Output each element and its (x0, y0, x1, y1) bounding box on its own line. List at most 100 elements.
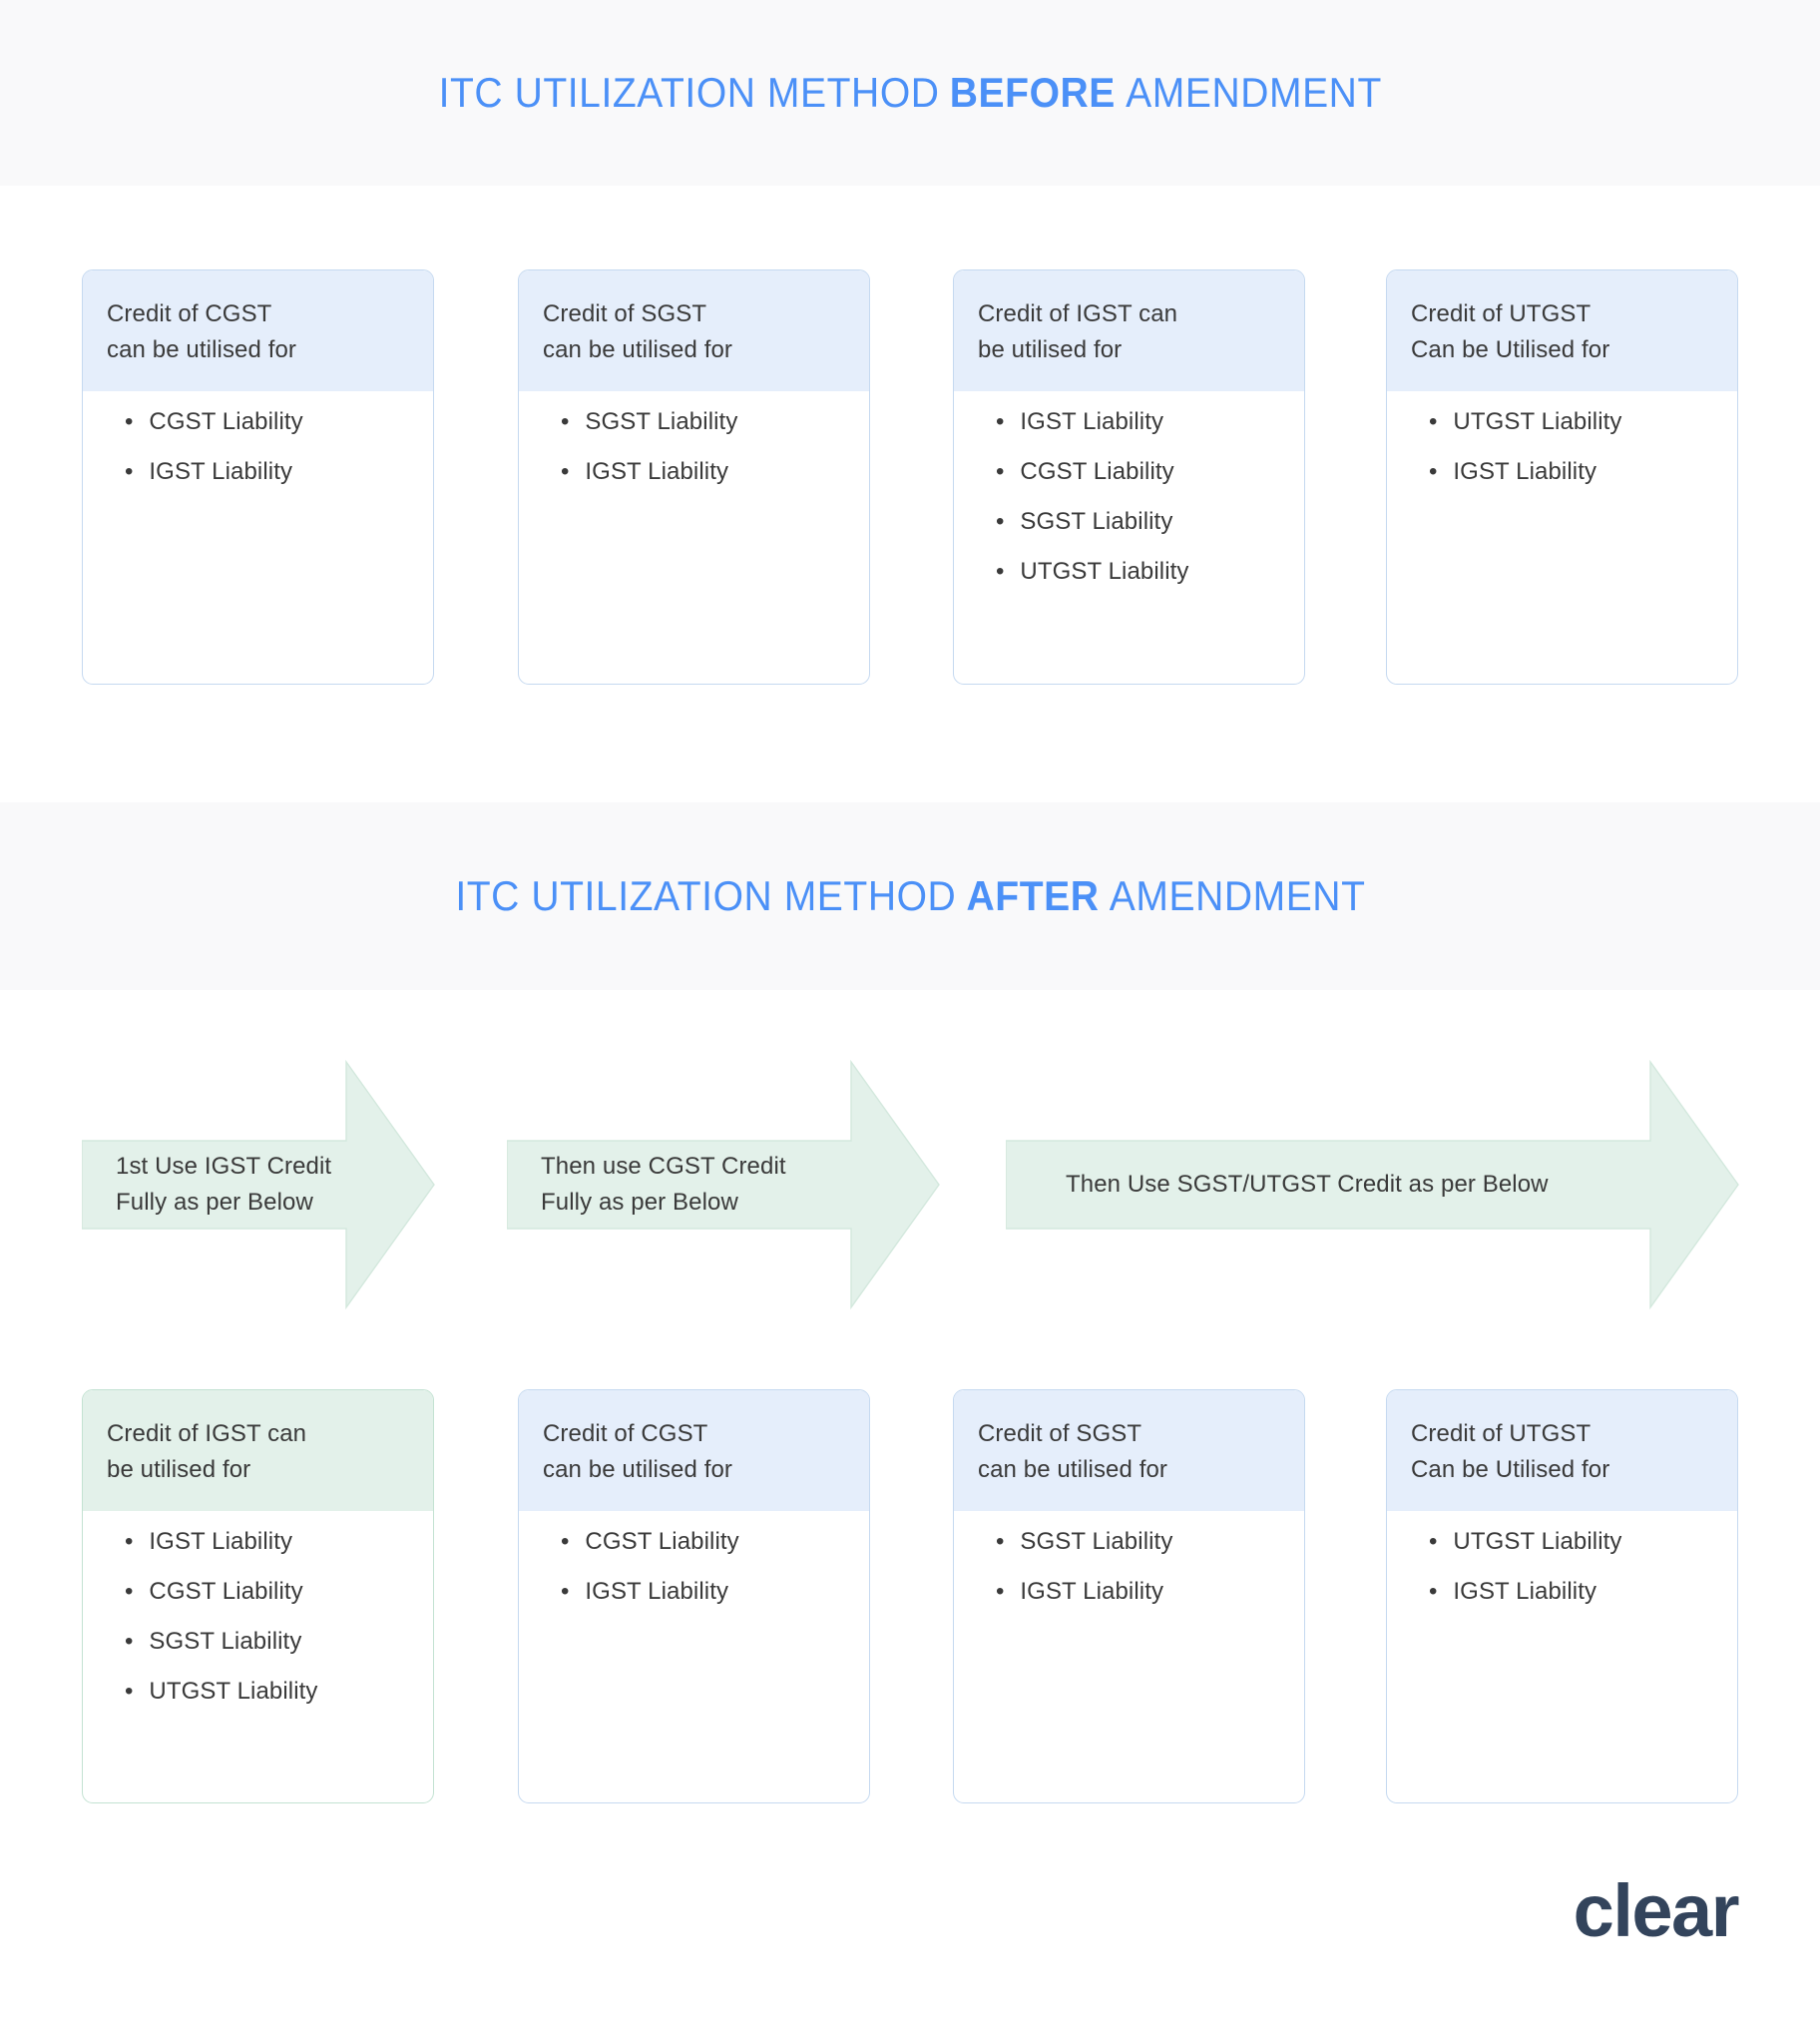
before-card-igst: Credit of IGST can be utilised for • IGS… (953, 269, 1305, 685)
card-body: • SGST Liability • IGST Liability (519, 391, 869, 507)
list-item: • CGST Liability (978, 457, 1280, 487)
list-item-label: CGST Liability (149, 1578, 303, 1606)
bullet-icon: • (996, 1578, 1005, 1606)
list-item: • UTGST Liability (1411, 407, 1713, 437)
arrow-step-3-label: Then Use SGST/UTGST Credit as per Below (1066, 1060, 1549, 1309)
card-header-line-1: Credit of SGST (978, 1420, 1142, 1447)
card-header-line-1: Credit of UTGST (1411, 1420, 1592, 1447)
after-card-utgst: Credit of UTGST Can be Utilised for • UT… (1386, 1389, 1738, 1803)
arrow-step-3: Then Use SGST/UTGST Credit as per Below (1006, 1060, 1740, 1309)
card-header-line-1: Credit of IGST can (978, 300, 1178, 327)
card-header-line-1: Credit of UTGST (1411, 300, 1592, 327)
list-item: • UTGST Liability (1411, 1527, 1713, 1557)
before-card-cgst: Credit of CGST can be utilised for • CGS… (82, 269, 434, 685)
bullet-icon: • (561, 1578, 570, 1606)
arrow-shape-icon (82, 1060, 435, 1309)
list-item-label: CGST Liability (1020, 458, 1174, 486)
card-header: Credit of SGST can be utilised for (954, 1390, 1304, 1512)
banner-after-title-prefix: ITC UTILIZATION METHOD (454, 872, 956, 919)
card-body: • IGST Liability • CGST Liability • SGST… (954, 391, 1304, 607)
bullet-icon: • (1429, 1528, 1438, 1556)
list-item-label: UTGST Liability (149, 1678, 318, 1706)
clear-logo: clear (1573, 1869, 1740, 1952)
bullet-icon: • (125, 1678, 134, 1706)
list-item: • IGST Liability (1411, 457, 1713, 487)
arrow-label-line-2: Fully as per Below (541, 1189, 738, 1216)
list-item-label: IGST Liability (585, 1578, 729, 1606)
list-item-label: IGST Liability (1453, 1578, 1597, 1606)
list-item-label: UTGST Liability (1453, 1528, 1622, 1556)
arrow-label-line-1: Then Use SGST/UTGST Credit as per Below (1066, 1170, 1549, 1198)
list-item: • CGST Liability (543, 1527, 845, 1557)
card-header-line-2: can be utilised for (978, 1455, 1168, 1483)
list-item-label: SGST Liability (1020, 508, 1173, 536)
list-item: • CGST Liability (107, 1577, 409, 1607)
bullet-icon: • (1429, 408, 1438, 436)
card-header-line-2: can be utilised for (543, 335, 733, 363)
arrow-shape-icon (1006, 1060, 1739, 1309)
card-header: Credit of IGST can be utilised for (83, 1390, 433, 1512)
bullet-icon: • (996, 408, 1005, 436)
bullet-icon: • (996, 1528, 1005, 1556)
list-item: • IGST Liability (1411, 1577, 1713, 1607)
arrow-label-line-1: 1st Use IGST Credit (116, 1152, 332, 1180)
before-card-sgst: Credit of SGST can be utilised for • SGS… (518, 269, 870, 685)
after-card-igst: Credit of IGST can be utilised for • IGS… (82, 1389, 434, 1803)
bullet-icon: • (996, 508, 1005, 536)
card-body: • SGST Liability • IGST Liability (954, 1511, 1304, 1627)
before-card-utgst: Credit of UTGST Can be Utilised for • UT… (1386, 269, 1738, 685)
list-item-label: UTGST Liability (1453, 408, 1622, 436)
list-item-label: UTGST Liability (1020, 558, 1189, 586)
bullet-icon: • (996, 458, 1005, 486)
banner-before-title-suffix: AMENDMENT (1125, 69, 1382, 116)
list-item-label: IGST Liability (149, 458, 293, 486)
list-item-label: CGST Liability (585, 1528, 739, 1556)
bullet-icon: • (561, 1528, 570, 1556)
card-header-line-2: be utilised for (978, 335, 1123, 363)
list-item-label: SGST Liability (149, 1628, 302, 1656)
card-header-line-1: Credit of CGST (107, 300, 272, 327)
arrow-step-1: 1st Use IGST Credit Fully as per Below (82, 1060, 436, 1309)
arrow-step-2: Then use CGST Credit Fully as per Below (507, 1060, 941, 1309)
card-body: • UTGST Liability • IGST Liability (1387, 1511, 1737, 1627)
card-header: Credit of IGST can be utilised for (954, 270, 1304, 392)
list-item-label: SGST Liability (585, 408, 738, 436)
bullet-icon: • (125, 1628, 134, 1656)
card-header: Credit of UTGST Can be Utilised for (1387, 270, 1737, 392)
bullet-icon: • (125, 408, 134, 436)
list-item-label: SGST Liability (1020, 1528, 1173, 1556)
card-body: • UTGST Liability • IGST Liability (1387, 391, 1737, 507)
card-header-line-2: Can be Utilised for (1411, 1455, 1610, 1483)
arrow-label-line-1: Then use CGST Credit (541, 1152, 786, 1180)
card-header-line-2: can be utilised for (107, 335, 297, 363)
list-item-label: IGST Liability (585, 458, 729, 486)
bullet-icon: • (561, 458, 570, 486)
arrow-shape-icon (507, 1060, 940, 1309)
card-header-line-1: Credit of CGST (543, 1420, 708, 1447)
banner-after-title-emphasis: AFTER (966, 872, 1100, 919)
card-header: Credit of UTGST Can be Utilised for (1387, 1390, 1737, 1512)
after-card-cgst: Credit of CGST can be utilised for • CGS… (518, 1389, 870, 1803)
arrow-label-line-2: Fully as per Below (116, 1189, 313, 1216)
card-header-line-2: can be utilised for (543, 1455, 733, 1483)
bullet-icon: • (125, 1578, 134, 1606)
list-item-label: IGST Liability (1020, 408, 1164, 436)
list-item: • IGST Liability (107, 457, 409, 487)
list-item-label: IGST Liability (1453, 458, 1597, 486)
card-body: • CGST Liability • IGST Liability (519, 1511, 869, 1627)
list-item: • UTGST Liability (978, 557, 1280, 587)
card-body: • CGST Liability • IGST Liability (83, 391, 433, 507)
list-item: • SGST Liability (107, 1627, 409, 1657)
bullet-icon: • (125, 1528, 134, 1556)
list-item: • SGST Liability (978, 1527, 1280, 1557)
bullet-icon: • (561, 408, 570, 436)
arrow-step-1-label: 1st Use IGST Credit Fully as per Below (116, 1060, 331, 1309)
card-header: Credit of CGST can be utilised for (83, 270, 433, 392)
list-item: • IGST Liability (978, 407, 1280, 437)
card-header: Credit of SGST can be utilised for (519, 270, 869, 392)
card-header-line-1: Credit of SGST (543, 300, 707, 327)
